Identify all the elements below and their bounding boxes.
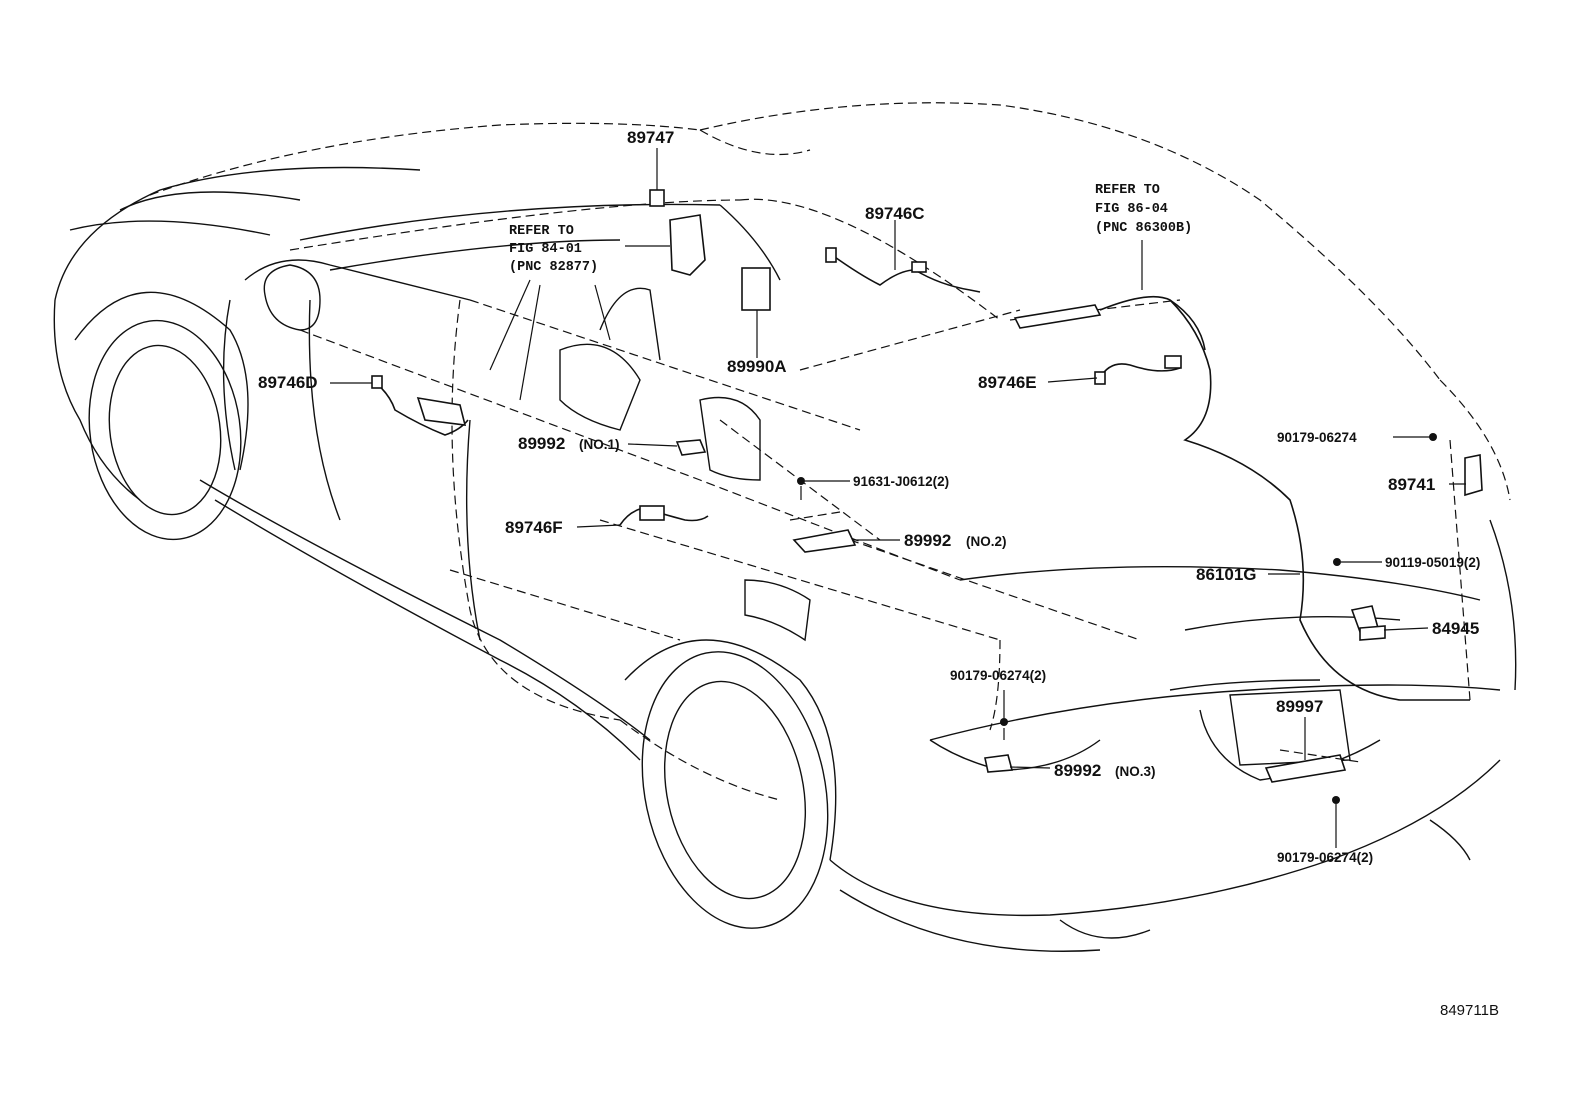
part-90179-b-nut [1000,718,1008,726]
label-86101g: 86101G [1196,565,1257,584]
refer-left-line2: FIG 84-01 [509,242,582,257]
label-89746e: 89746E [978,373,1037,392]
label-89741: 89741 [1388,475,1435,494]
label-90179-a: 90179-06274 [1277,430,1357,445]
part-89997-shape [1264,754,1347,783]
part-86101g-cable [1169,299,1470,701]
label-89747: 89747 [627,128,674,147]
label-89746d: 89746D [258,373,318,392]
label-90179-c: 90179-06274(2) [1277,850,1373,865]
diagram-id: 849711B [1440,1002,1499,1019]
label-89992-no3-suffix: (NO.3) [1115,764,1156,779]
part-89741-shape [1464,454,1483,497]
part-91631-bolt [797,477,805,485]
part-antenna-strip [1013,304,1102,329]
label-89992-no3: 89992 [1054,761,1101,780]
part-89992-no1-shape [675,439,707,456]
part-89990a-shape [741,267,771,311]
part-89746c-wire [831,254,981,293]
part-89746d-wire [375,382,469,436]
part-90179-a-nut [1429,433,1437,441]
part-89992-no2-shape [792,529,857,553]
part-89992-no3-shape [984,754,1014,773]
refer-right-line3: (PNC 86300B) [1095,221,1192,236]
label-89746f: 89746F [505,518,563,537]
label-90119: 90119-05019(2) [1385,555,1480,570]
part-90179-c-nut [1332,796,1340,804]
refer-right-line2: FIG 86-04 [1095,202,1168,217]
part-89747-shape [649,189,665,207]
label-89992-no1: 89992 [518,434,565,453]
car-body-outline [53,102,1517,952]
part-90119-bolt [1333,558,1341,566]
callout-labels: 89747 89746C 89990A 89746E 89746D 89992 … [258,128,1499,1019]
label-89990a: 89990A [727,357,787,376]
refer-left-line1: REFER TO [509,224,574,239]
label-89746c: 89746C [865,204,925,223]
leader-lines [330,148,1466,848]
part-89746e-wire [1099,363,1181,379]
label-84945: 84945 [1432,619,1479,638]
label-90179-b: 90179-06274(2) [950,668,1046,683]
part-refer-82877-shape [669,214,706,276]
label-89992-no1-suffix: (NO.1) [579,437,620,452]
refer-left-line3: (PNC 82877) [509,260,598,275]
label-91631: 91631-J0612(2) [853,474,949,489]
label-89992-no2: 89992 [904,531,951,550]
parts-shapes [371,189,1483,804]
refer-right-line1: REFER TO [1095,183,1160,198]
label-89992-no2-suffix: (NO.2) [966,534,1007,549]
label-89997: 89997 [1276,697,1323,716]
part-89746f-wire [619,507,709,526]
